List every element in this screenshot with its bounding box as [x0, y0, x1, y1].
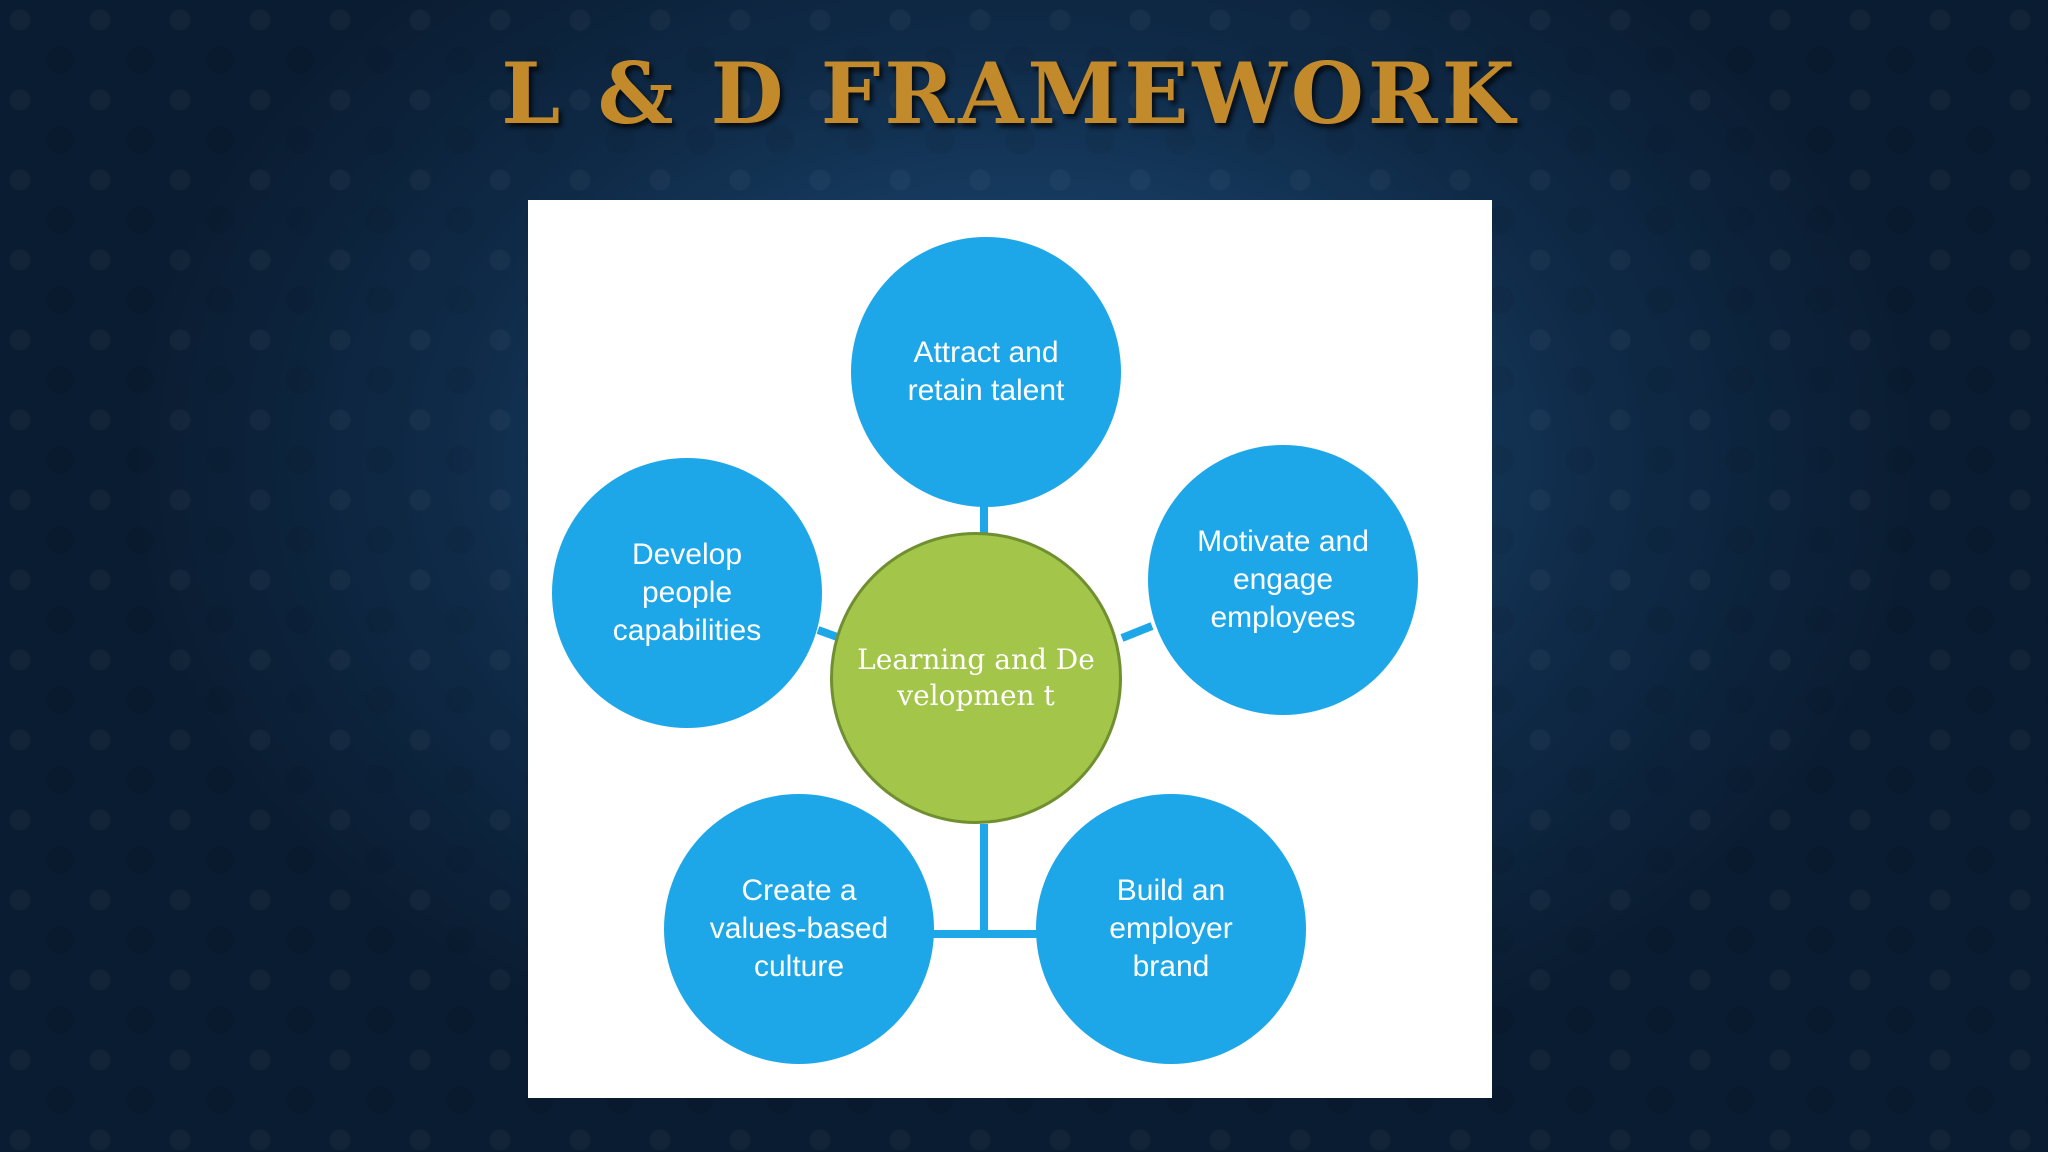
node-values-based-culture: Create a values-based culture	[664, 794, 934, 1064]
node-develop-people-capabilities: Develop people capabilities	[552, 458, 822, 728]
node-employer-brand: Build an employer brand	[1036, 794, 1306, 1064]
connector-right	[1120, 622, 1154, 642]
diagram-panel: Attract and retain talent Develop people…	[528, 200, 1492, 1098]
node-motivate-engage-employees: Motivate and engage employees	[1148, 445, 1418, 715]
slide-title: L & D FRAMEWORK	[501, 44, 1519, 143]
node-attract-retain-talent: Attract and retain talent	[851, 237, 1121, 507]
node-learning-development-center: Learning and Developmen t	[830, 532, 1122, 824]
